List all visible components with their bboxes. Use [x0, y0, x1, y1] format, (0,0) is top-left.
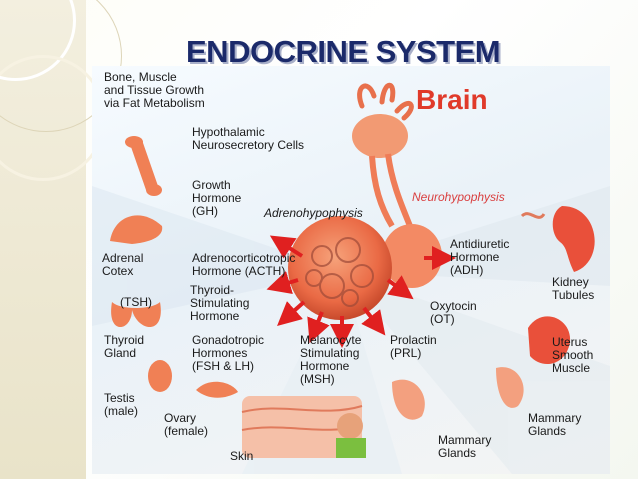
label-testis: Testis (male)	[104, 391, 139, 418]
label-tsh-full: Thyroid- Stimulating Hormone	[190, 283, 250, 323]
label-oxytocin: Oxytocin (OT)	[430, 299, 477, 326]
label-neurohypophysis: Neurohypophysis	[412, 190, 505, 204]
left-decorative-band	[0, 0, 122, 479]
ovary-illustration	[196, 381, 238, 398]
label-gonadotropic: Gonadotropic Hormones (FSH & LH)	[192, 333, 265, 373]
brain-label: Brain	[416, 84, 488, 115]
thyroid-illustration	[111, 302, 161, 328]
label-kidney-tubules: Kidney Tubules	[552, 275, 595, 302]
label-growth-hormone: Growth Hormone (GH)	[192, 178, 242, 218]
label-mammary-center: Mammary Glands	[438, 433, 492, 460]
label-adh: Antidiuretic Hormone (ADH)	[450, 237, 510, 277]
label-ovary: Ovary (female)	[164, 411, 209, 438]
skin-illustration	[241, 396, 366, 458]
bone-illustration	[125, 136, 162, 196]
slide-title: ENDOCRINE SYSTEM	[186, 34, 501, 69]
label-thyroid-gland: Thyroid Gland	[104, 333, 145, 360]
testis-illustration	[148, 360, 172, 392]
label-prolactin: Prolactin (PRL)	[390, 333, 437, 360]
kidney-illustration	[552, 206, 595, 272]
uterus-illustration	[528, 316, 571, 365]
hypothalamus-illustration	[352, 82, 414, 228]
label-adrenal-cortex: Adrenal Cotex	[102, 251, 144, 278]
label-hypothalamic: Hypothalamic Neurosecretory Cells	[192, 125, 305, 152]
diagram-illustration	[92, 82, 610, 474]
label-tsh: (TSH)	[120, 295, 152, 309]
adenohypophysis-illustration	[288, 216, 392, 320]
adrenal-illustration	[110, 215, 163, 244]
label-mammary-right: Mammary Glands	[528, 411, 582, 438]
mammary-illustration-right	[496, 367, 524, 408]
label-msh: Melanocyte Stimulating Hormone (MSH)	[300, 333, 362, 386]
label-bone-growth: Bone, Muscle and Tissue Growth via Fat M…	[104, 70, 205, 110]
label-acth: Adrenocorticotropic Hormone (ACTH)	[192, 251, 296, 278]
neurohypophysis-illustration	[382, 224, 442, 288]
label-adenohypophysis: Adrenohypophysis	[264, 206, 363, 220]
endocrine-diagram: Brain Bone, Muscle and Tissue Growth via…	[92, 66, 610, 474]
mammary-illustration-center	[392, 379, 425, 420]
hormone-arrows	[266, 235, 456, 348]
label-skin: Skin	[230, 449, 254, 463]
label-uterus: Uterus Smooth Muscle	[552, 335, 594, 375]
